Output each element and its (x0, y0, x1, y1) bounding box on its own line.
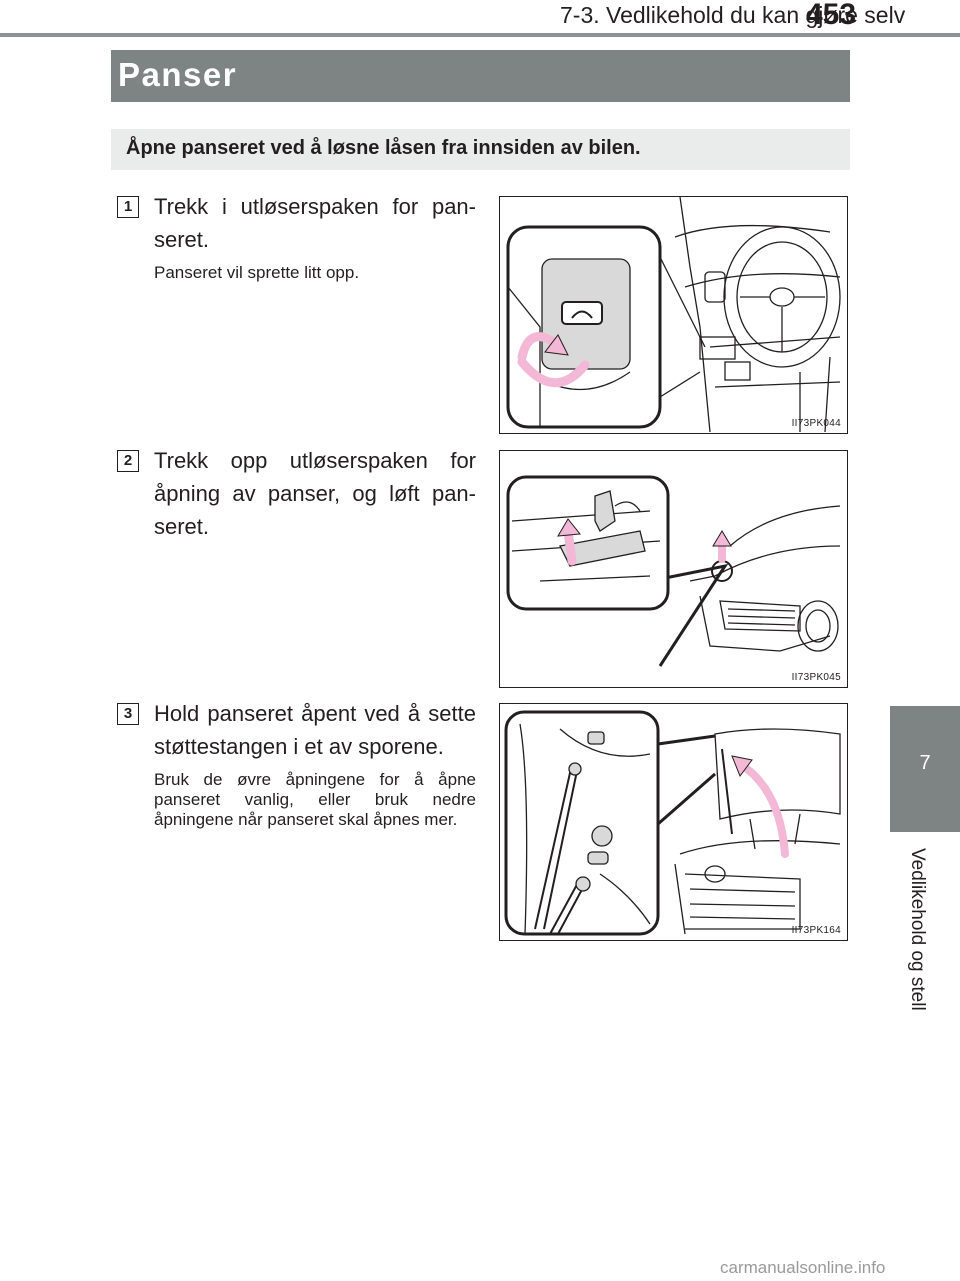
title-band (111, 50, 850, 102)
intro-text: Åpne panseret ved å løsne låsen fra inns… (126, 137, 641, 159)
step-text-2: Trekk opp utløserspaken for åpning av pa… (154, 448, 476, 539)
figure-code-2: II73PK045 (791, 672, 841, 683)
chapter-number: 7 (919, 752, 931, 774)
figure-hood-release-lever: II73PK044 (499, 196, 848, 434)
running-header-section: 7-3. Vedlikehold du kan gjøre selv (560, 2, 906, 28)
page-title: Panser (118, 56, 238, 93)
figure-code-1: II73PK044 (791, 418, 841, 429)
intro-band (111, 129, 850, 170)
figure-code-3: II73PK164 (791, 925, 841, 936)
figure-hood-latch: II73PK045 (499, 450, 848, 688)
step-text-3: Hold panseret åpent ved å sette støttest… (154, 701, 476, 759)
step-text-1: Trekk i utløserspaken for pan-seret. (154, 194, 476, 252)
hood-release-illustration (506, 197, 841, 433)
header-rule (0, 33, 960, 37)
page-number: 453 (806, 0, 857, 31)
chapter-tab (890, 706, 960, 832)
step-number-3: 3 (117, 703, 139, 725)
step-note-1: Panseret vil sprette litt opp. (154, 263, 360, 282)
chapter-label: Vedlikehold og stell (907, 848, 928, 1011)
hood-latch-illustration (506, 475, 841, 667)
step-number-2: 2 (117, 450, 139, 472)
support-rod-illustration (504, 710, 841, 936)
step-number-1: 1 (117, 196, 139, 218)
figure-hood-support-rod: II73PK164 (499, 703, 848, 941)
step-note-3: Bruk de øvre åpningene for å åpne panser… (154, 770, 476, 829)
footer-watermark: carmanualsonline.info (720, 1258, 886, 1277)
